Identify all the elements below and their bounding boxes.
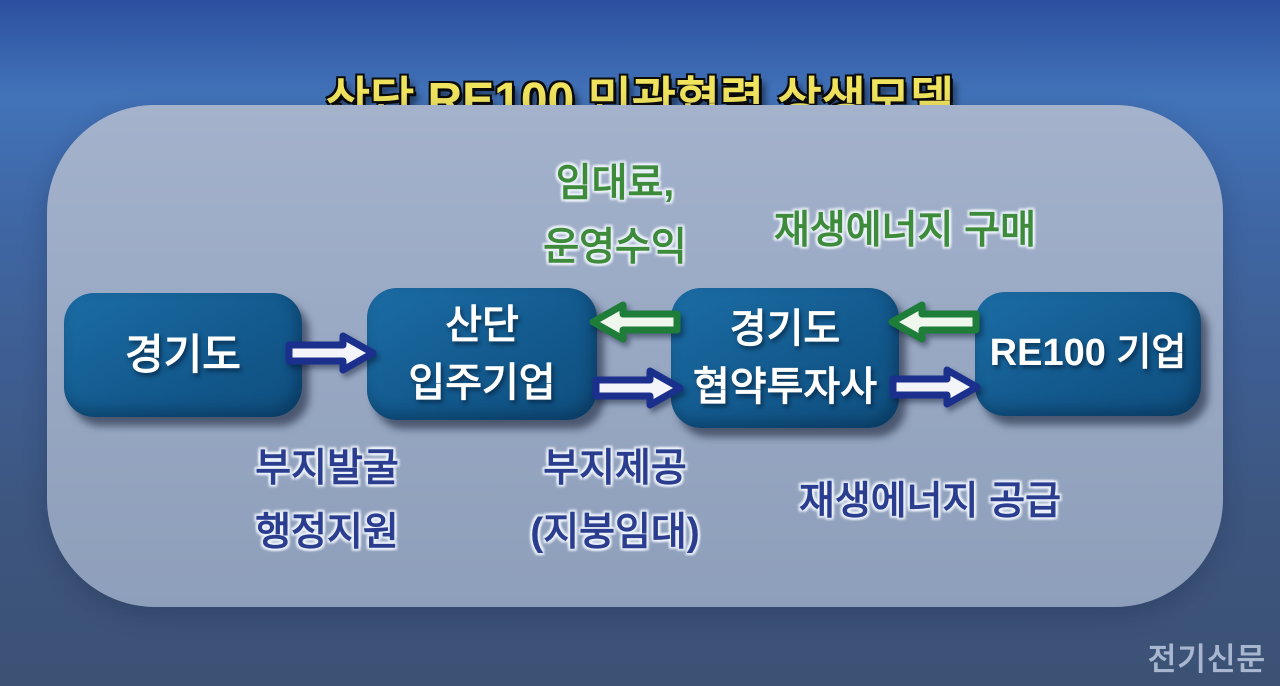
node-gyeonggi-investor-label: 경기도 협약투자사 xyxy=(693,307,877,409)
node-industrial-tenant-label: 산단 입주기업 xyxy=(408,303,556,405)
node-industrial-tenant: 산단 입주기업 xyxy=(367,288,597,420)
node-gyeonggi: 경기도 xyxy=(64,293,302,417)
label-renewable-energy-supply: 재생에너지 공급 xyxy=(770,471,1090,533)
arrow-re100-to-investor xyxy=(888,301,980,343)
label-renewable-energy-purchase-text: 재생에너지 구매 xyxy=(774,209,1036,252)
node-re100-company-label: RE100 기업 xyxy=(989,332,1187,375)
label-site-provision-roof-lease-text: 부지제공 (지붕임대) xyxy=(530,447,700,554)
label-rent-operating-income-text: 임대료, 운영수익 xyxy=(543,162,687,269)
label-site-discovery-admin-support-text: 부지발굴 행정지원 xyxy=(255,447,399,554)
arrow-investor-to-tenant xyxy=(589,301,681,343)
node-gyeonggi-label: 경기도 xyxy=(125,330,241,378)
label-site-discovery-admin-support: 부지발굴 행정지원 xyxy=(227,437,427,565)
arrow-gyeonggi-to-tenant xyxy=(285,332,377,374)
label-rent-operating-income: 임대료, 운영수익 xyxy=(505,152,725,280)
node-gyeonggi-investor: 경기도 협약투자사 xyxy=(671,288,899,428)
label-renewable-energy-purchase: 재생에너지 구매 xyxy=(745,200,1065,262)
label-renewable-energy-supply-text: 재생에너지 공급 xyxy=(799,480,1061,523)
arrow-investor-to-re100 xyxy=(889,366,981,408)
arrow-tenant-to-investor xyxy=(592,367,684,409)
node-re100-company: RE100 기업 xyxy=(975,292,1201,416)
label-site-provision-roof-lease: 부지제공 (지붕임대) xyxy=(505,437,725,565)
watermark-logo: 전기신문 xyxy=(1147,642,1266,677)
